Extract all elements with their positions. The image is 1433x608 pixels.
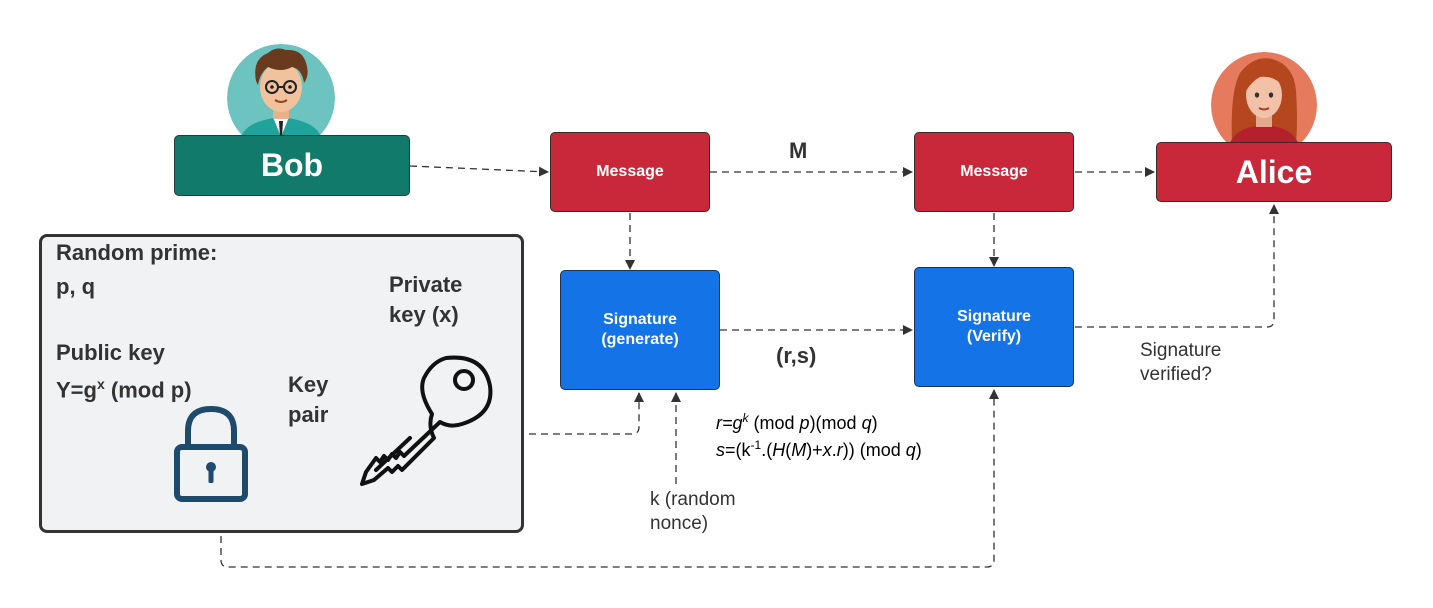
nonce-line1: k (random <box>650 489 736 510</box>
alice-label: Alice <box>1235 153 1313 190</box>
bob-avatar <box>226 43 336 152</box>
message-left-label: Message <box>596 163 664 180</box>
bob-actor-box: Bob <box>174 135 410 196</box>
private-key-label: Private key (x) <box>389 272 463 327</box>
label-signature-verified: Signature verified? <box>1140 339 1221 387</box>
arrow-private-key-to-sig <box>445 392 644 435</box>
message-right-label: Message <box>960 163 1028 180</box>
message-box-left: Message <box>550 132 710 212</box>
padlock-icon <box>174 405 248 502</box>
arrow-bob-to-message <box>409 165 549 177</box>
nonce-line2: nonce) <box>650 513 709 534</box>
bob-label: Bob <box>260 147 324 183</box>
male-avatar-icon <box>227 44 335 152</box>
label-m: M <box>789 138 808 163</box>
public-key-heading: Public key <box>56 340 165 365</box>
signature-generate-box: Signature (generate) <box>560 270 720 390</box>
key-icon <box>360 355 493 486</box>
key-generation-panel <box>39 234 524 533</box>
signature-verified-line1: Signature <box>1140 340 1222 361</box>
alice-avatar <box>1210 51 1318 158</box>
sig-verify-line1: Signature <box>957 308 1031 325</box>
sig-verify-line2: (Verify) <box>966 328 1022 345</box>
random-prime-values: p, q <box>56 274 96 299</box>
female-avatar-icon <box>1211 52 1317 158</box>
signature-verified-line2: verified? <box>1140 364 1212 385</box>
formula-s: s=(k-1.(H(M)+x.r)) (mod q) <box>716 438 922 460</box>
label-nonce: k (random nonce) <box>650 488 736 536</box>
key-pair-label: Key pair <box>288 372 329 427</box>
label-rs: (r,s) <box>776 343 817 368</box>
sig-generate-line2: (generate) <box>601 331 679 348</box>
padlock <box>172 405 250 503</box>
signature-verify-box: Signature (Verify) <box>914 267 1074 387</box>
sig-generate-line1: Signature <box>603 311 677 328</box>
message-box-right: Message <box>914 132 1074 212</box>
random-prime-heading: Random prime: <box>56 240 218 265</box>
arrow-sig-verify-to-alice <box>1075 204 1279 328</box>
public-key-formula: Y=gx (mod p) <box>56 376 192 403</box>
private-key-graphic <box>358 352 500 486</box>
alice-actor-box: Alice <box>1156 142 1392 202</box>
arrow-public-key-to-verify <box>220 389 999 568</box>
formula-r: r=gk (mod p)(mod q) <box>716 411 878 433</box>
